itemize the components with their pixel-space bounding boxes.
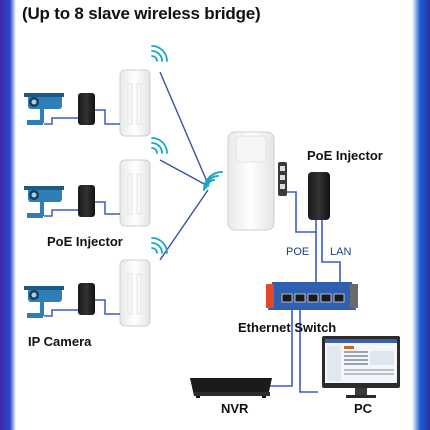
- wireless-link-1: [159, 71, 209, 185]
- ip-camera-1: [24, 93, 64, 125]
- diagram-title: (Up to 8 slave wireless bridge): [22, 4, 261, 23]
- poe-injector-2: [78, 185, 95, 217]
- cable: [262, 310, 318, 393]
- poe-injector-3: [78, 283, 95, 315]
- label-pc: PC: [354, 401, 373, 416]
- wifi-icon: [151, 137, 168, 154]
- ethernet-switch: [266, 282, 358, 310]
- label-poe-injector-main: PoE Injector: [307, 148, 383, 163]
- wireless-link-2: [159, 159, 209, 187]
- ip-camera-3: [24, 286, 64, 318]
- label-poe-injector: PoE Injector: [47, 234, 123, 249]
- pc-monitor: [322, 336, 400, 398]
- label-ip-camera: IP Camera: [28, 334, 92, 349]
- cable: [44, 201, 120, 217]
- wireless-links: [159, 71, 209, 261]
- slave-bridge-3: [119, 259, 151, 327]
- cable: [287, 191, 341, 282]
- cable: [44, 109, 120, 125]
- nvr-device: [190, 378, 272, 398]
- label-nvr: NVR: [221, 401, 249, 416]
- cable: [44, 299, 120, 317]
- ip-camera-2: [24, 186, 64, 218]
- wifi-icon: [203, 171, 223, 191]
- label-ethernet-switch: Ethernet Switch: [238, 320, 337, 335]
- wireless-link-3: [159, 189, 209, 261]
- poe-injector-main: [308, 172, 330, 220]
- slave-bridge-2: [119, 159, 151, 227]
- master-bridge: [227, 131, 287, 231]
- poe-injector-1: [78, 93, 95, 125]
- label-poe-port: POE: [286, 246, 310, 258]
- wifi-icon: [151, 45, 168, 62]
- slave-bridge-1: [119, 69, 151, 137]
- wifi-icon: [151, 237, 168, 254]
- label-lan-port: LAN: [330, 246, 352, 258]
